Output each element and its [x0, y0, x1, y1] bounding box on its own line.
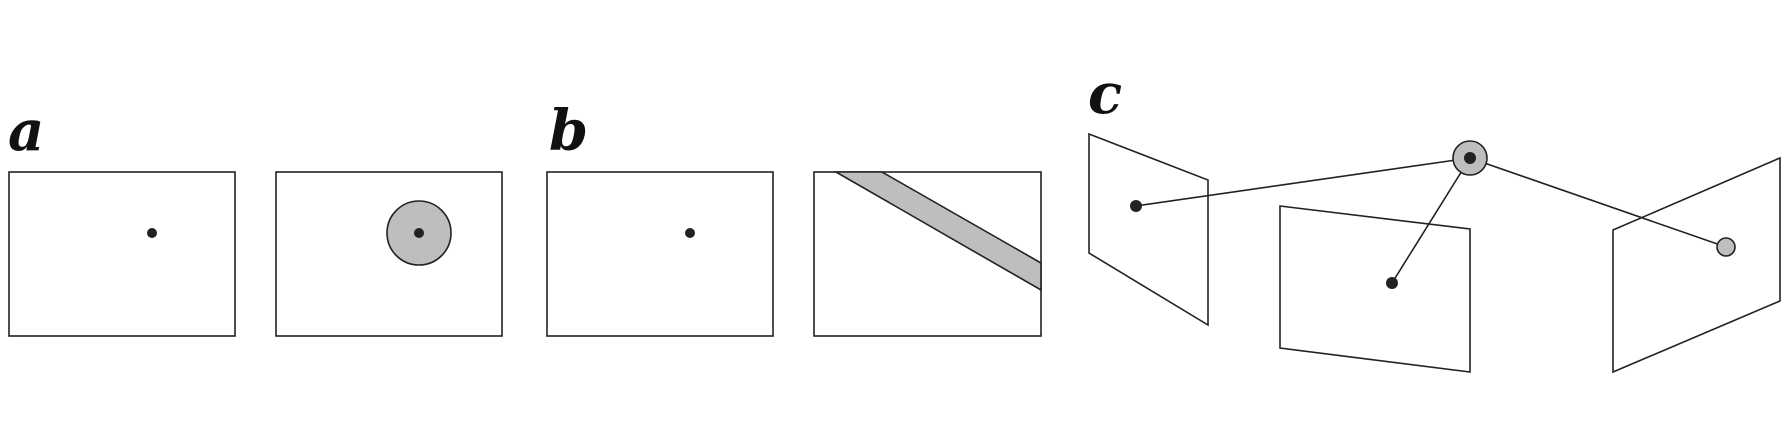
panel-a: a — [8, 98, 503, 337]
panel-b-epipolar-band — [833, 171, 1042, 292]
panel-c-left-image-plane — [1088, 132, 1209, 327]
panel-c-world-point — [1464, 152, 1476, 164]
panel-a-right-image — [275, 171, 503, 337]
panel-a-match-point — [414, 228, 424, 238]
panel-c-middle-image-plane — [1279, 205, 1471, 373]
panel-b-left-image — [546, 171, 774, 337]
panel-a-left-image — [8, 171, 236, 337]
panel-b-point — [685, 228, 695, 238]
panel-c-right-projection — [1716, 237, 1736, 257]
panel-a-point — [147, 228, 157, 238]
panel-c-left-projection — [1130, 200, 1142, 212]
panel-a-label: a — [8, 98, 44, 164]
panel-c-ray-left — [1135, 157, 1471, 207]
panel-b-right-image — [813, 171, 1042, 337]
panel-c-ray-middle — [1391, 157, 1471, 284]
panel-c-label: c — [1088, 61, 1122, 127]
panel-b: b — [546, 98, 1042, 337]
panel-c: c — [1088, 61, 1781, 374]
panel-c-right-image-plane — [1612, 156, 1781, 374]
panel-c-ray-right — [1469, 157, 1727, 248]
panel-c-middle-projection — [1386, 277, 1398, 289]
panel-b-label: b — [549, 98, 588, 164]
